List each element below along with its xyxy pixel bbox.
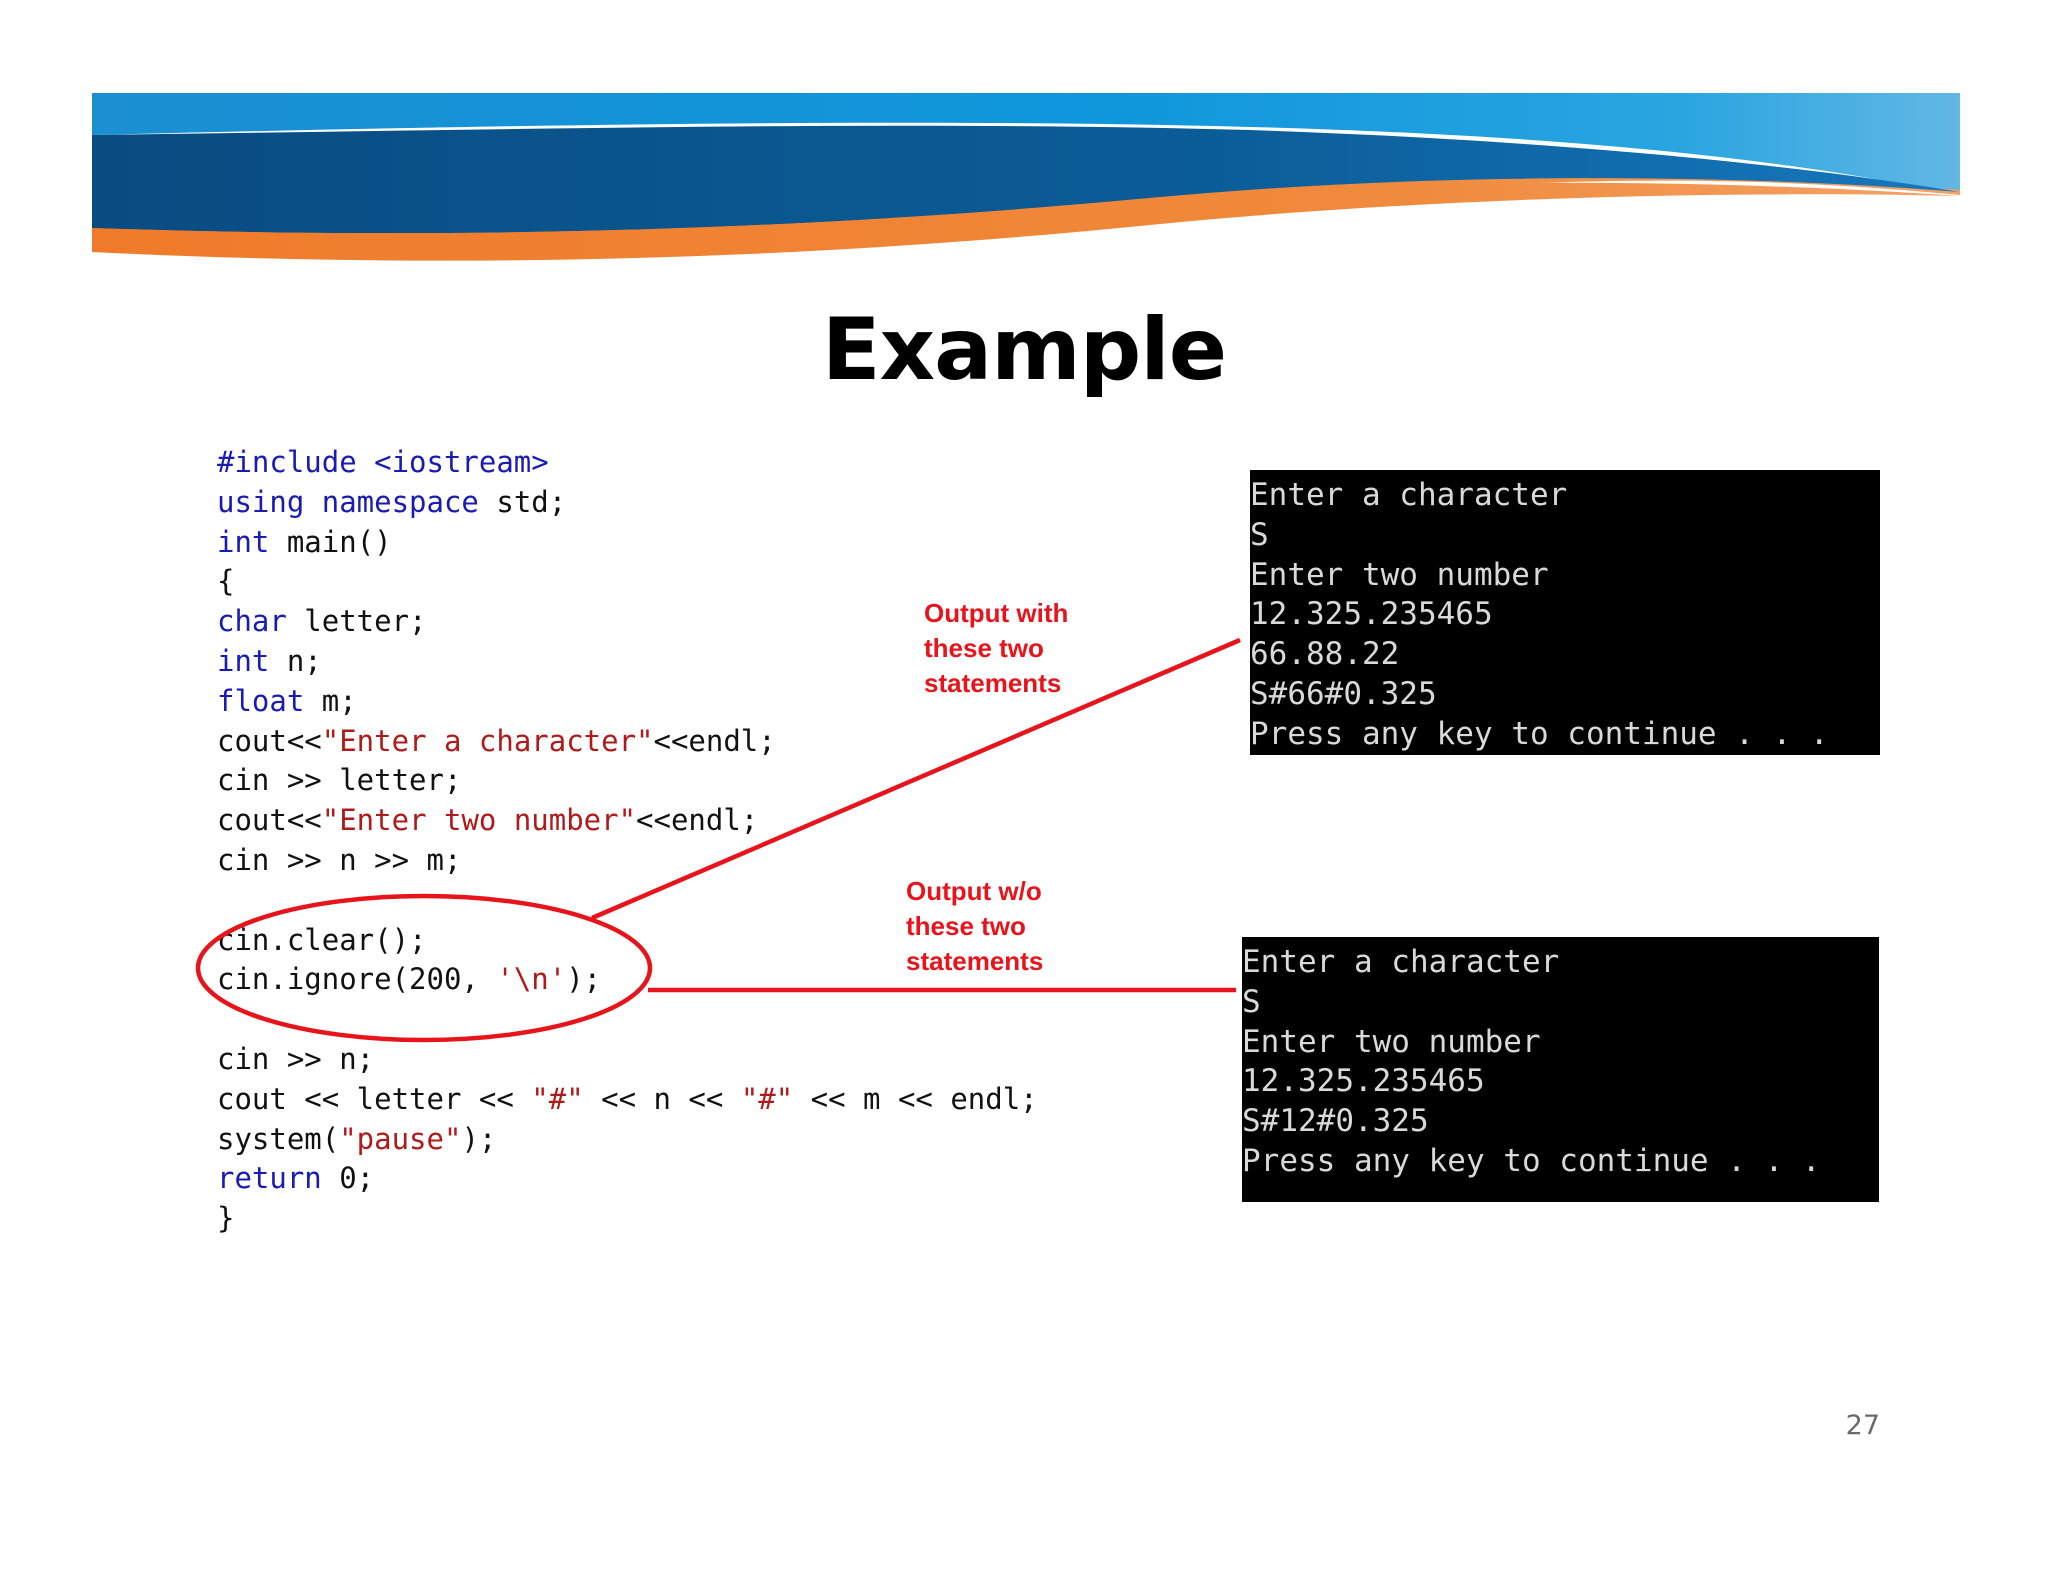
code-text: cout<< — [217, 723, 322, 758]
terminal-line: S#66#0.325 — [1250, 675, 1437, 712]
code-line: { — [217, 562, 1038, 602]
code-text: << n << — [583, 1081, 741, 1116]
page-number: 27 — [1845, 1410, 1880, 1441]
header-banner — [92, 93, 1960, 261]
code-listing: #include <iostream>using namespace std;i… — [217, 443, 1038, 1239]
terminal-line: 12.325.235465 — [1250, 596, 1493, 633]
code-keyword: #include <iostream> — [217, 445, 549, 479]
code-text: letter; — [286, 604, 427, 639]
code-line: cin >> letter; — [217, 761, 1038, 801]
code-line: using namespace std; — [217, 483, 1038, 523]
code-keyword: char — [217, 604, 287, 639]
code-line: cout<<"Enter a character"<<endl; — [217, 722, 1038, 762]
code-text: } — [217, 1201, 235, 1236]
code-line — [217, 1000, 1038, 1040]
banner-top-band — [92, 93, 1960, 195]
code-text: cin >> letter; — [217, 763, 462, 798]
code-line: cout << letter << "#" << n << "#" << m <… — [217, 1080, 1038, 1120]
code-text: system( — [217, 1121, 340, 1156]
banner-dark-wave — [92, 125, 1960, 234]
terminal-line: Enter a character — [1250, 477, 1568, 513]
code-text: ); — [566, 962, 602, 997]
code-string: "pause" — [339, 1121, 462, 1156]
code-text: cin >> n; — [217, 1041, 375, 1076]
code-string: "Enter two number" — [321, 803, 637, 838]
terminal-line: S — [1250, 516, 1269, 553]
code-line: cout<<"Enter two number"<<endl; — [217, 801, 1038, 841]
code-text: main() — [269, 524, 392, 559]
code-text: cin.clear(); — [217, 922, 427, 957]
code-keyword: using namespace — [217, 484, 479, 519]
code-text: std; — [478, 484, 567, 519]
slide-title: Example — [821, 300, 1227, 400]
terminal-line: Press any key to continue . . . — [1250, 715, 1829, 752]
code-string: "#" — [740, 1081, 794, 1116]
banner-orange-lower — [92, 182, 1960, 261]
code-line: } — [217, 1199, 1038, 1239]
annotation-output-with: Output with these two statements — [924, 598, 1069, 698]
code-text: <<endl; — [653, 723, 776, 758]
terminal-line: S — [1242, 983, 1261, 1020]
code-line: int n; — [217, 642, 1038, 682]
code-text: cout << letter << — [217, 1081, 532, 1116]
code-string: '\n' — [496, 962, 567, 997]
code-keyword: float — [217, 683, 305, 718]
code-text: 0; — [321, 1161, 375, 1196]
terminal-line: Press any key to continue . . . — [1242, 1142, 1821, 1179]
terminal-line: S#12#0.325 — [1242, 1103, 1429, 1140]
code-string: "#" — [531, 1081, 584, 1116]
code-line: cin >> n; — [217, 1040, 1038, 1080]
code-text: cin >> n >> m; — [217, 842, 462, 877]
code-text: { — [217, 564, 235, 599]
code-text: ); — [461, 1121, 497, 1156]
code-line: system("pause"); — [217, 1120, 1038, 1160]
annotation-output-without: Output w/o these two statements — [906, 876, 1044, 976]
code-text: n; — [269, 643, 322, 678]
code-line: int main() — [217, 523, 1038, 563]
code-keyword: int — [217, 524, 270, 559]
code-text: cout<< — [217, 803, 322, 838]
code-text: m; — [304, 683, 357, 718]
code-text: << m << endl; — [793, 1081, 1038, 1116]
terminal-line: 12.325.235465 — [1242, 1063, 1485, 1100]
code-line: return 0; — [217, 1159, 1038, 1199]
terminal-line: Enter two number — [1250, 556, 1549, 593]
code-text: <<endl; — [636, 803, 759, 838]
terminal-line: Enter two number — [1242, 1023, 1541, 1060]
code-line: char letter; — [217, 602, 1038, 642]
code-keyword: int — [217, 643, 270, 678]
code-string: "Enter a character" — [321, 723, 654, 758]
code-line: cin >> n >> m; — [217, 841, 1038, 881]
code-line: #include <iostream> — [217, 443, 1038, 483]
code-keyword: return — [217, 1161, 322, 1196]
terminal-line: Enter a character — [1242, 944, 1560, 980]
code-text: cin.ignore(200, — [217, 962, 497, 997]
terminal-line: 66.88.22 — [1250, 636, 1400, 673]
code-line: float m; — [217, 682, 1038, 722]
